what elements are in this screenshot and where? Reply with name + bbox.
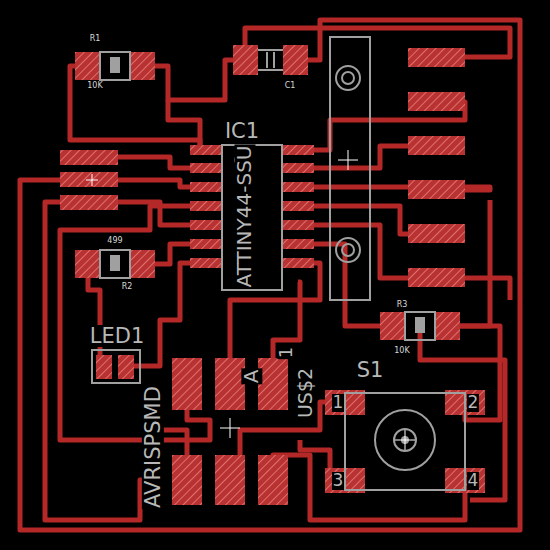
part-name: C1 (284, 82, 297, 90)
pin-number: 1 (332, 394, 345, 412)
part-value: ATTINY44-SSU (234, 144, 255, 288)
part-value: 499 (106, 237, 123, 245)
pin-number: 3 (332, 472, 345, 490)
copper-traces (20, 20, 520, 530)
copper-pads (60, 45, 485, 505)
part-name: IC1 (224, 120, 260, 142)
part-value: 10K (86, 82, 103, 90)
pin-number: 1 (278, 345, 297, 358)
pin-number: 4 (467, 472, 480, 490)
pin-number: 2 (467, 394, 480, 412)
part-name: R1 (89, 35, 102, 43)
part-name: S1 (356, 359, 385, 381)
part-name: R3 (396, 301, 409, 309)
part-value: A (242, 368, 263, 384)
part-name: R2 (121, 283, 134, 291)
part-value: AVRISPSMD (142, 385, 164, 509)
part-name: US$2 (296, 367, 316, 419)
part-name: LED1 (89, 325, 146, 347)
part-value: 10K (393, 347, 410, 355)
